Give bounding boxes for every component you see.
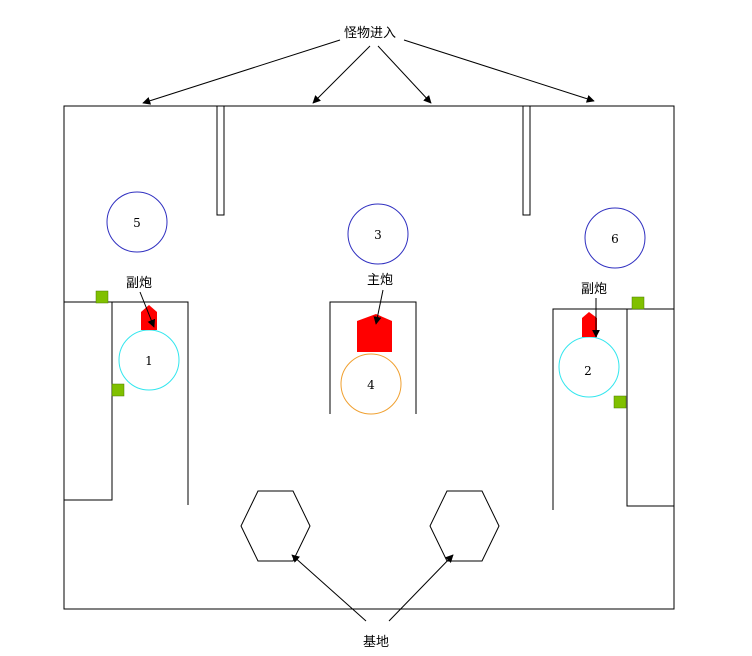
base-hexagon-left <box>240 490 311 562</box>
right-enclosure <box>552 308 674 510</box>
entry-arrows <box>142 39 595 105</box>
base-arrow-right <box>388 554 454 622</box>
map-boundary <box>63 105 675 610</box>
green-marker-1 <box>95 290 109 304</box>
circle-1-label: 1 <box>145 354 153 368</box>
circle-4 <box>340 353 402 415</box>
entry-arrow-1 <box>142 39 341 105</box>
left-enclosure <box>64 301 189 505</box>
circle-5 <box>106 191 168 253</box>
sub-cannon-left-arrow <box>139 291 156 328</box>
entry-arrow-4 <box>403 39 595 103</box>
green-marker-2 <box>111 383 125 397</box>
base-hexagon-right <box>429 490 500 562</box>
main-cannon-arrow <box>373 289 384 325</box>
circle-4-label: 4 <box>367 378 375 392</box>
circle-6 <box>584 207 646 269</box>
sub-cannon-right-label: 副炮 <box>581 282 607 297</box>
entry-arrow-2 <box>312 45 371 104</box>
sub-cannon-left-label: 副炮 <box>126 276 152 291</box>
circle-2-label: 2 <box>584 364 592 378</box>
sub-cannon-left-icon <box>141 305 157 330</box>
base-label: 基地 <box>363 635 389 650</box>
green-marker-4 <box>613 395 627 409</box>
wall-pillar-right <box>522 105 531 216</box>
base-arrow-left <box>291 554 367 622</box>
sub-cannon-right-icon <box>582 312 597 337</box>
wall-pillar-left <box>216 105 225 216</box>
main-cannon-icon <box>357 314 392 352</box>
circle-3-label: 3 <box>374 228 382 242</box>
circle-6-label: 6 <box>611 232 619 246</box>
entry-arrow-3 <box>377 45 432 104</box>
green-marker-3 <box>631 296 645 310</box>
circle-3 <box>347 203 409 265</box>
circle-5-label: 5 <box>133 216 141 230</box>
main-cannon-label: 主炮 <box>367 273 393 288</box>
base-arrows <box>291 554 454 622</box>
monster-entry-label: 怪物进入 <box>344 26 396 41</box>
cannon-label-arrows <box>139 289 600 338</box>
center-enclosure <box>329 301 417 414</box>
